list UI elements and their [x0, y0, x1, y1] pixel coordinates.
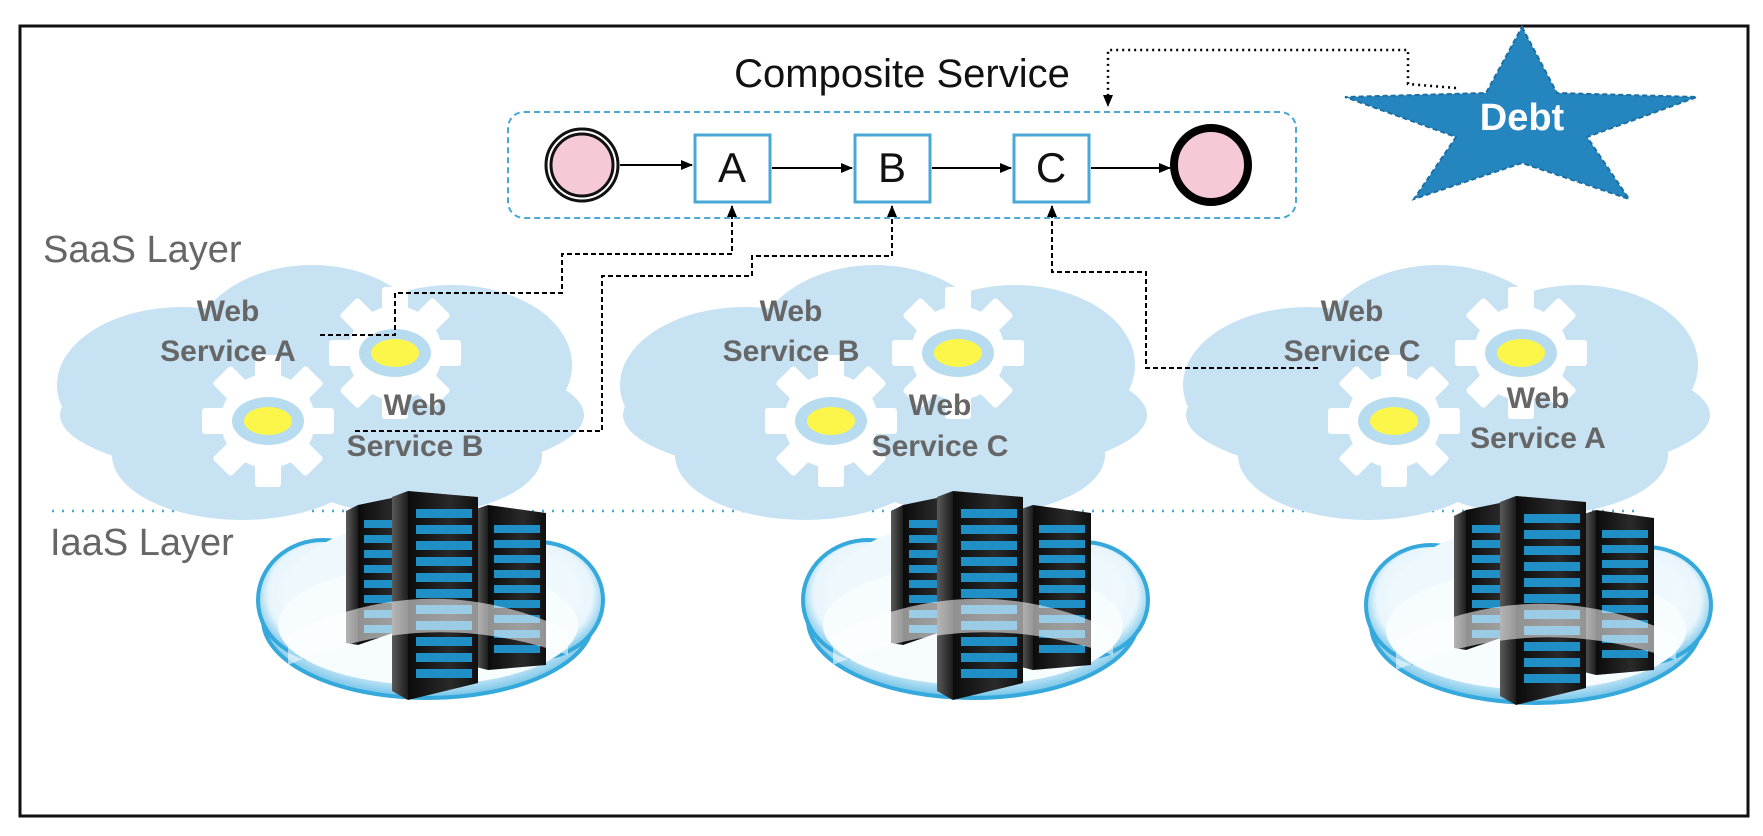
cloud-1-top-label-line1: Web — [197, 295, 260, 328]
task-b: B — [853, 133, 932, 204]
binding-c-connector — [1047, 205, 1318, 369]
cloud-3-top-label-line1: Web — [1321, 295, 1384, 328]
cloud-1-top-label-line2: Service A — [160, 335, 296, 368]
saas-layer-label: SaaS Layer — [43, 229, 242, 271]
gear-icon — [202, 355, 334, 487]
cloud-2-top-label-line2: Service B — [723, 335, 860, 368]
gear-icon — [1328, 355, 1460, 487]
cloud-2-bottom-label-line2: Service C — [872, 430, 1009, 463]
binding-a-connector — [320, 205, 737, 336]
end-event-icon — [1170, 124, 1252, 206]
task-a-label: A — [718, 144, 746, 191]
task-a: A — [693, 133, 772, 204]
binding-b-connector — [355, 205, 897, 432]
task-b-label: B — [878, 144, 906, 191]
debt-star-icon — [1344, 24, 1698, 201]
start-event-outer — [544, 127, 620, 203]
saas-cloud-3: Web Service C Web Service A — [1183, 265, 1710, 520]
saas-cloud-1: Web Service A Web Service B — [57, 265, 584, 520]
composite-service-title: Composite Service — [734, 52, 1070, 96]
saas-cloud-2: Web Service B Web Service C — [620, 265, 1147, 520]
task-c-label: C — [1036, 144, 1066, 191]
gear-icon — [765, 355, 897, 487]
iaas-layer-label: IaaS Layer — [50, 522, 234, 564]
cloud-3-top-label-line2: Service C — [1284, 335, 1421, 368]
cloud-1-bottom-label-line2: Service B — [347, 430, 484, 463]
cloud-3-bottom-label-line1: Web — [1507, 382, 1570, 415]
cloud-1-bottom-label-line1: Web — [384, 389, 447, 422]
cloud-2-top-label-line1: Web — [760, 295, 823, 328]
task-c: C — [1012, 133, 1091, 204]
start-event-icon — [549, 132, 615, 198]
debt-label: Debt — [1480, 97, 1565, 139]
cloud-2-bottom-label-line1: Web — [909, 389, 972, 422]
cloud-3-bottom-label-line2: Service A — [1470, 422, 1606, 455]
